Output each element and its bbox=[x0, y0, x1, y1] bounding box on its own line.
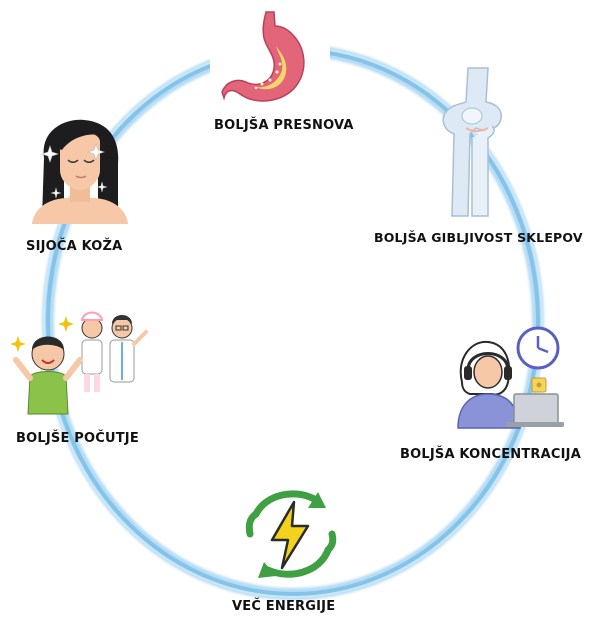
lightning-cycle-icon bbox=[245, 490, 337, 578]
glowing-skin-face-icon bbox=[32, 119, 128, 224]
label-joints: BOLJŠA GIBLJIVOST SKLEPOV bbox=[374, 230, 583, 245]
knee-joint-icon bbox=[442, 67, 502, 217]
stomach-icon bbox=[221, 11, 305, 102]
label-wellbeing: BOLJŠE POČUTJE bbox=[16, 431, 139, 446]
label-energy: VEČ ENERGIJE bbox=[232, 599, 336, 614]
label-metabolism: BOLJŠA PRESNOVA bbox=[214, 118, 354, 133]
label-skin: SIJOČA KOŽA bbox=[26, 239, 123, 254]
happy-people-icon bbox=[10, 311, 148, 415]
label-concentration: BOLJŠA KONCENTRACIJA bbox=[400, 447, 581, 462]
woman-laptop-clock-icon bbox=[457, 326, 564, 429]
